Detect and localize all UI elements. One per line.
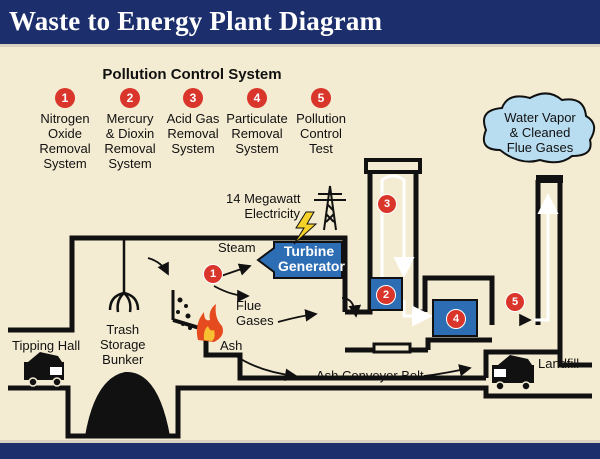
step-5-number: 5 (311, 88, 331, 108)
trash-particles (176, 297, 192, 330)
badge-3: 3 (377, 194, 397, 214)
bottom-bar (0, 440, 600, 459)
tipping-hall-label: Tipping Hall (12, 338, 81, 353)
stack-flow-arrow (534, 193, 559, 322)
stack-cap (536, 175, 563, 183)
flow-arrows (147, 257, 532, 382)
garbage-truck-right-icon (492, 355, 534, 391)
ash-belt-label: Ash Conveyor Belt (316, 368, 424, 383)
ash-label: Ash (220, 338, 243, 353)
badge-5: 5 (505, 292, 525, 312)
tower-base (372, 342, 412, 354)
power-tower-icon (314, 185, 346, 231)
pollution-control-title: Pollution Control System (102, 66, 282, 83)
badge-1: 1 (203, 264, 223, 284)
fire-icon (196, 304, 223, 342)
step-1-number: 1 (55, 88, 75, 108)
badge-4: 4 (446, 309, 466, 329)
particulate-unit (432, 299, 478, 337)
title-bar: Waste to Energy Plant Diagram (0, 0, 600, 47)
landfill-label: Landfill (538, 356, 580, 371)
badge-2: 2 (376, 285, 396, 305)
garbage-truck-left-icon (24, 352, 64, 387)
steam-label: Steam (218, 240, 256, 255)
lightning-icon (293, 211, 318, 245)
tower-flow-arrows (380, 174, 433, 327)
page-title: Waste to Energy Plant Diagram (9, 6, 383, 36)
trash-pile (85, 371, 170, 436)
tower-cap (364, 158, 422, 174)
crane-claw-icon (108, 240, 140, 313)
turbine-generator (256, 241, 343, 279)
step-2-number: 2 (120, 88, 140, 108)
vapor-cloud (482, 92, 596, 164)
step-3-number: 3 (183, 88, 203, 108)
step-4-number: 4 (247, 88, 267, 108)
